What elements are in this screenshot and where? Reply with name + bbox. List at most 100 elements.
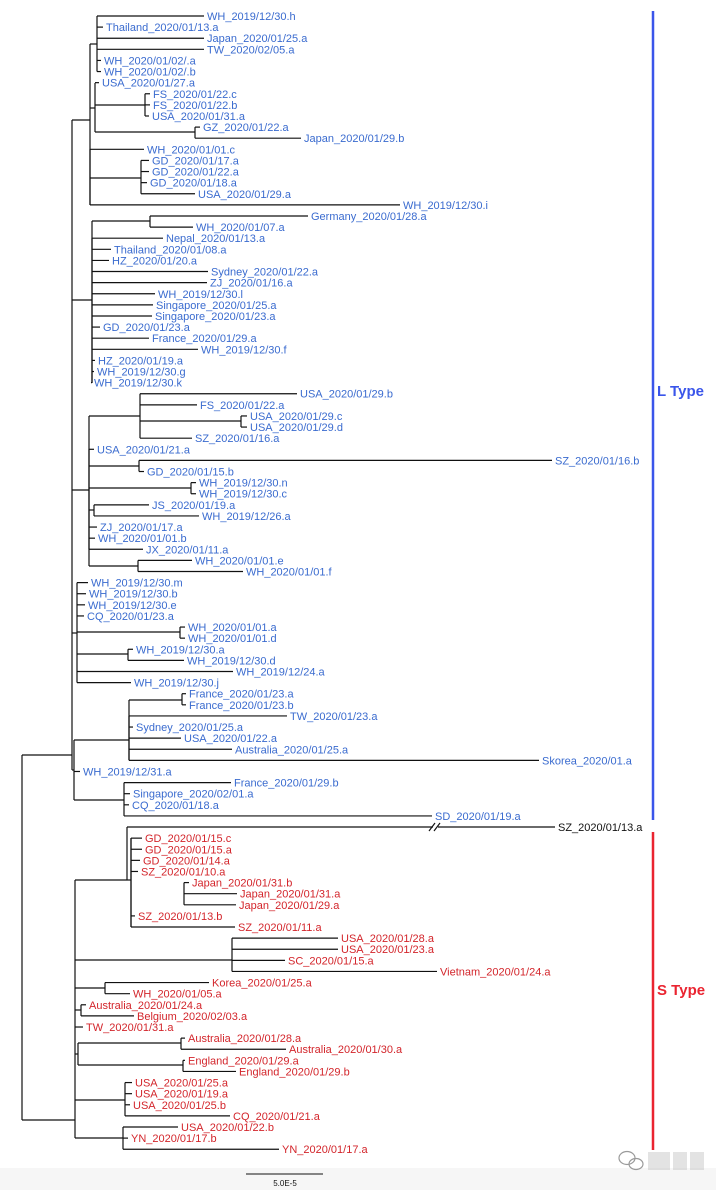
leaf-label: WH_2019/12/30.g: [97, 367, 186, 379]
leaf-label: YN_2020/01/17.a: [282, 1144, 369, 1156]
leaf-label: USA_2020/01/22.a: [184, 733, 278, 745]
leaf-label: USA_2020/01/27.a: [102, 78, 196, 90]
leaf-label: TW_2020/01/23.a: [290, 711, 378, 723]
leaf-label: Belgium_2020/02/03.a: [137, 1011, 248, 1023]
leaf-label: Singapore_2020/01/23.a: [155, 311, 276, 323]
leaf-label: USA_2020/01/29.d: [250, 422, 343, 434]
leaf-label: USA_2020/01/22.b: [181, 1122, 274, 1134]
leaf-label: USA_2020/01/23.a: [341, 944, 435, 956]
leaf-label: ZJ_2020/01/16.a: [210, 278, 293, 290]
leaf-label: HZ_2020/01/19.a: [98, 355, 184, 367]
leaf-label: Nepal_2020/01/13.a: [166, 233, 266, 245]
leaf-label: YN_2020/01/17.b: [131, 1133, 217, 1145]
leaf-label: WH_2019/12/30.e: [88, 600, 177, 612]
leaf-label: WH_2019/12/30.l: [158, 289, 243, 301]
leaf-label: Japan_2020/01/29.b: [304, 133, 404, 145]
leaf-label: GD_2020/01/23.a: [103, 322, 191, 334]
leaf-label: CQ_2020/01/18.a: [132, 800, 220, 812]
leaf-label: USA_2020/01/25.a: [135, 1078, 229, 1090]
leaf-label: GD_2020/01/22.a: [152, 167, 240, 179]
leaf-label: WH_2019/12/30.a: [136, 644, 226, 656]
leaf-label: France_2020/01/29.a: [152, 333, 257, 345]
leaf-label: Germany_2020/01/28.a: [311, 211, 427, 223]
leaf-label: Japan_2020/01/31.a: [240, 889, 341, 901]
leaf-label: France_2020/01/29.b: [234, 778, 339, 790]
leaf-label: FS_2020/01/22.b: [153, 100, 237, 112]
leaf-label: WH_2019/12/24.a: [236, 666, 326, 678]
leaf-label: CQ_2020/01/21.a: [233, 1111, 321, 1123]
leaf-label: TW_2020/02/05.a: [207, 44, 295, 56]
leaf-label: Australia_2020/01/25.a: [235, 744, 349, 756]
leaf-label: GD_2020/01/14.a: [143, 855, 231, 867]
type-bars: L Type S Type: [651, 11, 705, 1150]
wechat-logo-icon: [618, 1150, 704, 1171]
leaf-label: WH_2020/01/01.b: [98, 533, 187, 545]
leaf-label: Sydney_2020/01/22.a: [211, 267, 319, 279]
leaf-label: Thailand_2020/01/08.a: [114, 244, 227, 256]
leaf-label: WH_2020/01/01.e: [195, 555, 284, 567]
leaf-label: SZ_2020/01/13.b: [138, 911, 222, 923]
leaf-label: SD_2020/01/19.a: [435, 811, 522, 823]
leaf-label: JS_2020/01/19.a: [152, 500, 236, 512]
leaf-label: WH_2020/01/01.f: [246, 567, 333, 579]
leaf-label: WH_2019/12/26.a: [202, 511, 292, 523]
leaf-label: GD_2020/01/18.a: [150, 178, 238, 190]
leaf-label: WH_2019/12/30.m: [91, 578, 183, 590]
leaf-label: SZ_2020/01/16.a: [195, 433, 280, 445]
leaf-label: WH_2019/12/30.n: [199, 478, 288, 490]
leaf-label: SZ_2020/01/10.a: [141, 866, 226, 878]
leaf-label: WH_2019/12/30.j: [134, 678, 219, 690]
leaf-label: France_2020/01/23.b: [189, 700, 294, 712]
leaf-label: WH_2019/12/30.d: [187, 655, 276, 667]
leaf-label: WH_2020/01/01.d: [188, 633, 277, 645]
leaf-label: FS_2020/01/22.c: [153, 89, 237, 101]
leaf-label: WH_2019/12/30.c: [199, 489, 288, 501]
leaf-labels: WH_2019/12/30.hThailand_2020/01/13.aJapa…: [83, 11, 643, 1156]
leaf-label: Australia_2020/01/24.a: [89, 1000, 203, 1012]
tree-branches: [21, 15, 555, 1150]
leaf-label: Thailand_2020/01/13.a: [106, 22, 219, 34]
leaf-label: SC_2020/01/15.a: [288, 955, 375, 967]
leaf-label: GD_2020/01/15.c: [145, 833, 232, 845]
branch-break-mark: [428, 822, 436, 832]
leaf-label: SZ_2020/01/13.a: [558, 822, 643, 834]
leaf-label: WH_2020/01/02/.a: [104, 55, 197, 67]
leaf-label: USA_2020/01/21.a: [97, 444, 191, 456]
leaf-label: FS_2020/01/22.a: [200, 400, 285, 412]
s-type-label: S Type: [657, 982, 705, 999]
leaf-label: Singapore_2020/01/25.a: [156, 300, 277, 312]
leaf-label: Singapore_2020/02/01.a: [133, 789, 254, 801]
leaf-label: CQ_2020/01/23.a: [87, 611, 175, 623]
leaf-label: USA_2020/01/19.a: [135, 1089, 229, 1101]
leaf-label: Australia_2020/01/30.a: [289, 1044, 403, 1056]
leaf-label: WH_2020/01/05.a: [133, 989, 223, 1001]
leaf-label: USA_2020/01/25.b: [133, 1100, 226, 1112]
leaf-label: Skorea_2020/01.a: [542, 755, 633, 767]
leaf-label: GD_2020/01/15.a: [145, 844, 233, 856]
leaf-label: GD_2020/01/17.a: [152, 155, 240, 167]
leaf-label: WH_2020/01/01.a: [188, 622, 278, 634]
footer-band: [0, 1168, 716, 1190]
leaf-label: USA_2020/01/31.a: [152, 111, 246, 123]
leaf-label: England_2020/01/29.a: [188, 1055, 300, 1067]
leaf-label: WH_2019/12/30.k: [94, 378, 183, 390]
l-type-label: L Type: [657, 383, 704, 400]
leaf-label: HZ_2020/01/20.a: [112, 255, 198, 267]
leaf-label: Australia_2020/01/28.a: [188, 1033, 302, 1045]
leaf-label: Japan_2020/01/25.a: [207, 33, 308, 45]
leaf-label: GD_2020/01/15.b: [147, 467, 234, 479]
leaf-label: WH_2019/12/31.a: [83, 766, 173, 778]
leaf-label: WH_2019/12/30.b: [89, 589, 178, 601]
leaf-label: ZJ_2020/01/17.a: [100, 522, 183, 534]
leaf-label: WH_2019/12/30.i: [403, 200, 488, 212]
leaf-label: SZ_2020/01/11.a: [238, 922, 322, 934]
leaf-label: GZ_2020/01/22.a: [203, 122, 290, 134]
leaf-label: Japan_2020/01/29.a: [239, 900, 340, 912]
leaf-label: England_2020/01/29.b: [239, 1066, 350, 1078]
leaf-label: France_2020/01/23.a: [189, 689, 294, 701]
leaf-label: USA_2020/01/29.c: [250, 411, 343, 423]
scale-bar: 5.0E-5: [246, 1173, 323, 1188]
leaf-label: WH_2020/01/02/.b: [104, 67, 196, 79]
leaf-label: WH_2020/01/01.c: [147, 144, 236, 156]
